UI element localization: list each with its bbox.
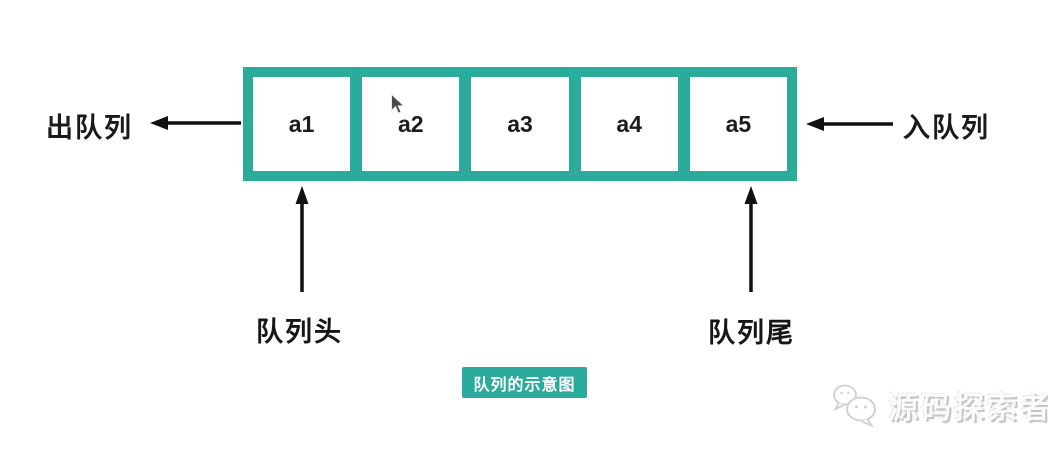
enqueue-arrow-icon	[806, 117, 893, 131]
mouse-cursor-icon	[390, 93, 406, 114]
queue-container: a1 a2 a3 a4 a5	[243, 67, 797, 181]
watermark-text: 源码探索者	[888, 392, 1048, 425]
dequeue-arrow-icon	[150, 116, 241, 130]
queue-head-label: 队列头	[256, 317, 343, 347]
queue-cell-a5: a5	[689, 77, 788, 171]
tail-pointer-arrow-icon	[744, 186, 758, 292]
caption-badge: 队列的示意图	[462, 367, 587, 398]
queue-cell-a1: a1	[253, 77, 351, 171]
queue-tail-label: 队列尾	[708, 318, 795, 348]
head-pointer-arrow-icon	[295, 186, 309, 292]
watermark: 源码探索者	[832, 382, 1048, 428]
enqueue-label: 入队列	[903, 113, 990, 143]
queue-cell-a4: a4	[580, 77, 678, 171]
queue-cell-a2: a2	[362, 77, 460, 171]
wechat-bubbles-icon	[833, 384, 876, 428]
queue-cell-a3: a3	[471, 77, 569, 171]
dequeue-label: 出队列	[46, 113, 133, 143]
